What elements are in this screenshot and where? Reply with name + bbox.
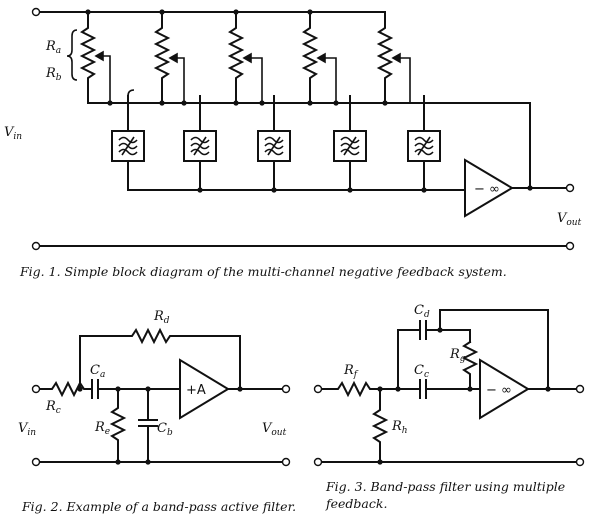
label-vout-fig2: Vout	[262, 421, 287, 438]
amp-label-fig2: +A	[186, 383, 206, 398]
caption-fig2: Fig. 2. Example of a band-pass active fi…	[21, 499, 296, 514]
amplifier-fig3	[479, 358, 530, 420]
input-terminal-fig3	[313, 384, 323, 394]
vout-ground-terminal-fig2	[281, 457, 291, 467]
vout-ground-terminal	[565, 241, 575, 251]
potentiometer-5	[376, 11, 411, 104]
caption-fig3-line2: feedback.	[325, 496, 387, 511]
label-rd: Rd	[153, 309, 170, 326]
label-rc: Rc	[45, 399, 61, 416]
label-vin-fig2: Vin	[18, 421, 36, 438]
bandpass-filter-1	[111, 130, 145, 162]
amplifier-fig2	[179, 358, 230, 420]
potentiometer-3	[227, 11, 263, 104]
figure-3-circuit	[313, 309, 585, 467]
label-ca: Ca	[90, 363, 105, 380]
label-vin-fig1: Vin	[4, 125, 22, 142]
label-rg: Rg	[449, 347, 466, 364]
caption-fig1: Fig. 1. Simple block diagram of the mult…	[19, 264, 507, 279]
amp-label-fig3: − ∞	[486, 383, 512, 398]
label-vout-fig1: Vout	[557, 211, 582, 228]
label-rf: Rf	[343, 363, 359, 380]
label-cd: Cd	[414, 303, 430, 320]
label-rb: Rb	[45, 66, 62, 83]
label-cb: Cb	[157, 421, 173, 438]
vin-ground-terminal-fig2	[31, 457, 41, 467]
figure-2-circuit	[31, 327, 291, 467]
potentiometer-1	[79, 11, 111, 104]
bandpass-filter-3	[257, 130, 291, 162]
vin-top-terminal	[31, 7, 41, 17]
label-re: Re	[94, 420, 110, 437]
label-rh: Rh	[391, 419, 408, 436]
amp-label-fig1: − ∞	[474, 182, 500, 197]
potentiometer-2	[153, 11, 185, 104]
bandpass-filter-2	[183, 130, 217, 162]
vin-terminal-fig2	[31, 384, 41, 394]
inverting-amplifier-fig1	[464, 158, 514, 218]
potentiometer-4	[301, 11, 337, 104]
caption-fig3-line1: Fig. 3. Band-pass filter using multiple	[325, 479, 565, 494]
ground-out-terminal-fig3	[575, 457, 585, 467]
bandpass-filter-5	[407, 130, 441, 162]
label-cc: Cc	[414, 363, 429, 380]
vout-terminal-fig1	[565, 183, 575, 193]
figure-1-circuit	[31, 7, 575, 251]
output-terminal-fig3	[575, 384, 585, 394]
vin-ground-terminal	[31, 241, 41, 251]
bandpass-filter-4	[333, 130, 367, 162]
label-ra: Ra	[45, 39, 61, 56]
vout-terminal-fig2	[281, 384, 291, 394]
ground-in-terminal-fig3	[313, 457, 323, 467]
